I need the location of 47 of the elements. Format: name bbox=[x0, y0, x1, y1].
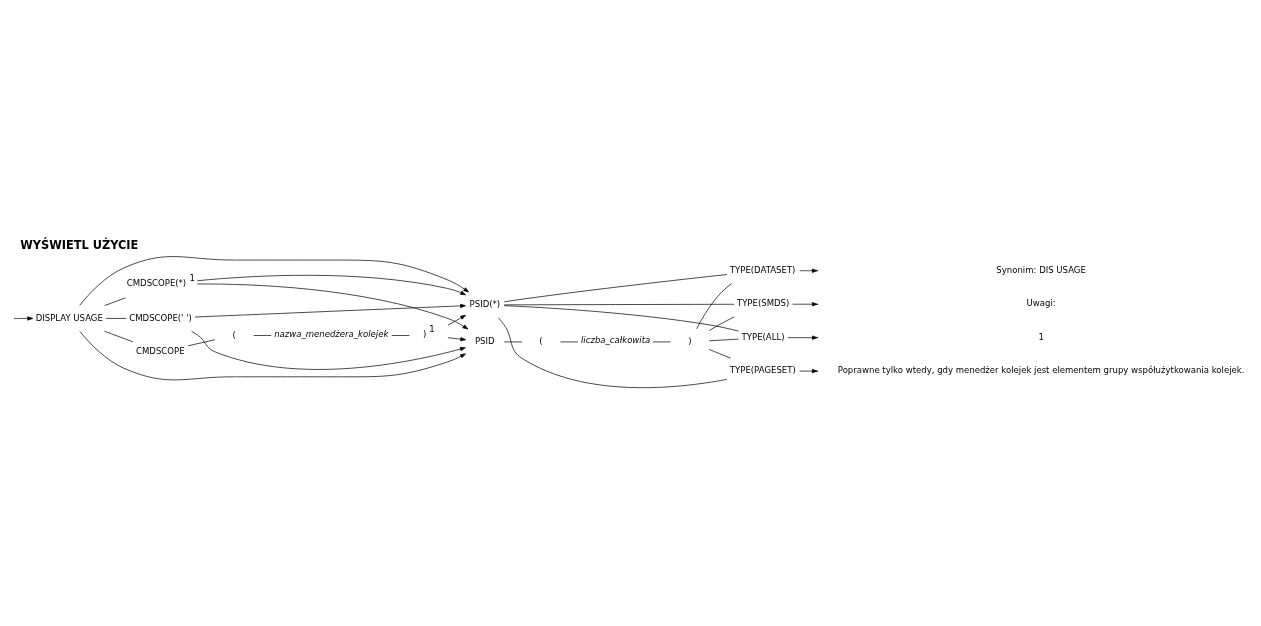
node-text: nazwa_menedżera_kolejek bbox=[274, 329, 389, 340]
node-text: liczba_całkowita bbox=[581, 335, 651, 346]
connector bbox=[391, 335, 410, 336]
connector bbox=[503, 305, 739, 332]
arrow bbox=[194, 303, 466, 318]
node-text: PSID bbox=[474, 336, 495, 347]
connector bbox=[104, 330, 134, 343]
label: Poprawne tylko wtedy, gdy menedżer kolejek jest elementem grupy współużytkowania kolejek. bbox=[837, 365, 1245, 376]
node-label: 1 bbox=[189, 273, 195, 284]
node-text: ) bbox=[688, 336, 692, 347]
arrow bbox=[447, 314, 466, 326]
node-text: TYPE(DATASET) bbox=[729, 264, 796, 275]
connector bbox=[105, 318, 127, 319]
connector bbox=[503, 303, 735, 306]
connector bbox=[187, 339, 216, 347]
connector bbox=[498, 317, 728, 388]
node-text: CMDSCOPE(' ') bbox=[129, 312, 192, 323]
label: Synonim: DIS USAGE bbox=[996, 264, 1086, 275]
label: 1 bbox=[1038, 331, 1044, 342]
node-text: CMDSCOPE(*) bbox=[126, 278, 187, 289]
connector bbox=[253, 335, 272, 336]
arrow bbox=[447, 337, 466, 342]
connector bbox=[104, 297, 126, 306]
arrow bbox=[197, 283, 469, 330]
diagram-title: WYŚWIETL UŻYCIE bbox=[20, 238, 139, 253]
arrow bbox=[792, 302, 818, 307]
arrow bbox=[799, 268, 818, 273]
arrow bbox=[191, 330, 466, 370]
arrow bbox=[197, 274, 466, 296]
connector bbox=[708, 338, 740, 342]
node-text: CMDSCOPE bbox=[136, 346, 185, 357]
node-text: TYPE(SMDS) bbox=[736, 298, 790, 309]
connector bbox=[708, 316, 735, 331]
node-text: DISPLAY USAGE bbox=[35, 312, 103, 323]
arrow bbox=[79, 256, 469, 306]
arrow bbox=[79, 331, 466, 381]
node-text: ( bbox=[539, 336, 543, 347]
node-text: PSID(*) bbox=[469, 299, 501, 310]
node-text: TYPE(PAGESET) bbox=[729, 365, 796, 376]
connector bbox=[696, 283, 732, 330]
node-text: TYPE(ALL) bbox=[741, 331, 785, 342]
node-label: 1 bbox=[429, 324, 435, 335]
connector bbox=[708, 349, 732, 359]
node-text: ) bbox=[422, 329, 427, 340]
connector bbox=[503, 274, 728, 303]
node-text: ( bbox=[232, 329, 236, 340]
label: Uwagi: bbox=[1026, 298, 1056, 309]
